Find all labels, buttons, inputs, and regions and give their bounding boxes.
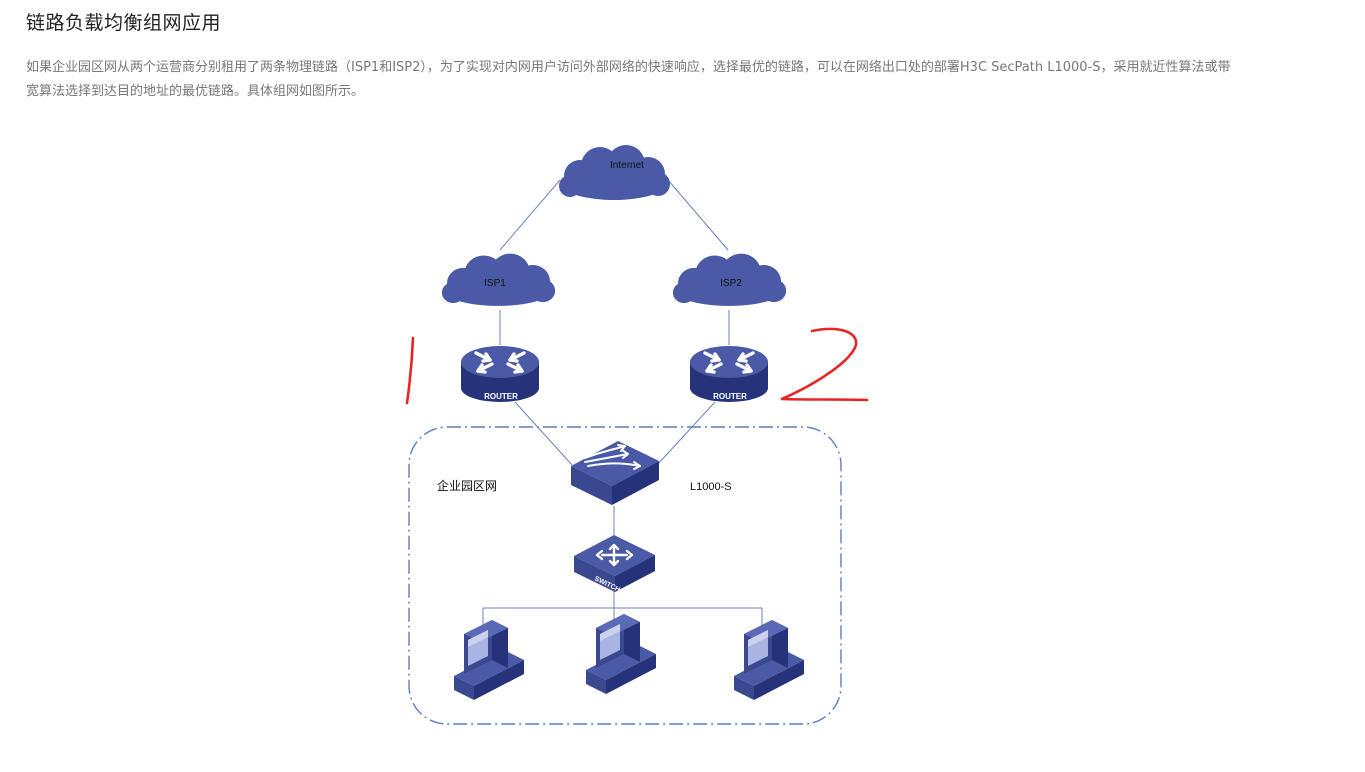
annotation-two bbox=[780, 327, 869, 402]
isp1-label: ISP1 bbox=[484, 278, 506, 289]
campus-boundary bbox=[408, 426, 842, 725]
isp2-label: ISP2 bbox=[720, 278, 742, 289]
computer-1 bbox=[454, 620, 524, 700]
computer-3 bbox=[734, 620, 804, 700]
intro-paragraph: 如果企业园区网从两个运营商分别租用了两条物理链路（ISP1和ISP2），为了实现… bbox=[26, 60, 1231, 99]
handwritten-annotations bbox=[405, 327, 869, 405]
network-diagram: Internet ISP1 ISP2 ROUTER ROUTER bbox=[405, 145, 869, 725]
campus-label: 企业园区网 bbox=[437, 478, 497, 493]
annotation-one bbox=[405, 336, 415, 405]
isp1-cloud: ISP1 bbox=[441, 253, 556, 306]
computer-2 bbox=[586, 614, 656, 694]
link-internet-isp1 bbox=[499, 179, 561, 251]
load-balancer-label: L1000-S bbox=[690, 481, 732, 493]
link-router1-lb bbox=[514, 401, 573, 466]
router-2: ROUTER bbox=[688, 344, 770, 404]
router-2-label: ROUTER bbox=[713, 392, 747, 401]
internet-label: Internet bbox=[610, 160, 644, 171]
cloud-icon bbox=[559, 145, 670, 200]
router-1-label: ROUTER bbox=[484, 392, 518, 401]
router-1: ROUTER bbox=[459, 344, 541, 404]
computer-icon bbox=[734, 620, 804, 700]
isp2-cloud: ISP2 bbox=[672, 253, 787, 306]
link-router2-lb bbox=[656, 401, 716, 466]
computer-icon bbox=[454, 620, 524, 700]
core-switch: SWITCH bbox=[574, 535, 655, 594]
page-title: 链路负载均衡组网应用 bbox=[26, 12, 222, 34]
load-balancer-icon bbox=[571, 441, 659, 505]
switch-icon bbox=[574, 535, 655, 592]
computer-icon bbox=[586, 614, 656, 694]
connection-links bbox=[482, 179, 763, 628]
link-internet-isp2 bbox=[667, 179, 729, 251]
internet-cloud: Internet bbox=[559, 145, 670, 200]
load-balancer bbox=[571, 441, 659, 505]
